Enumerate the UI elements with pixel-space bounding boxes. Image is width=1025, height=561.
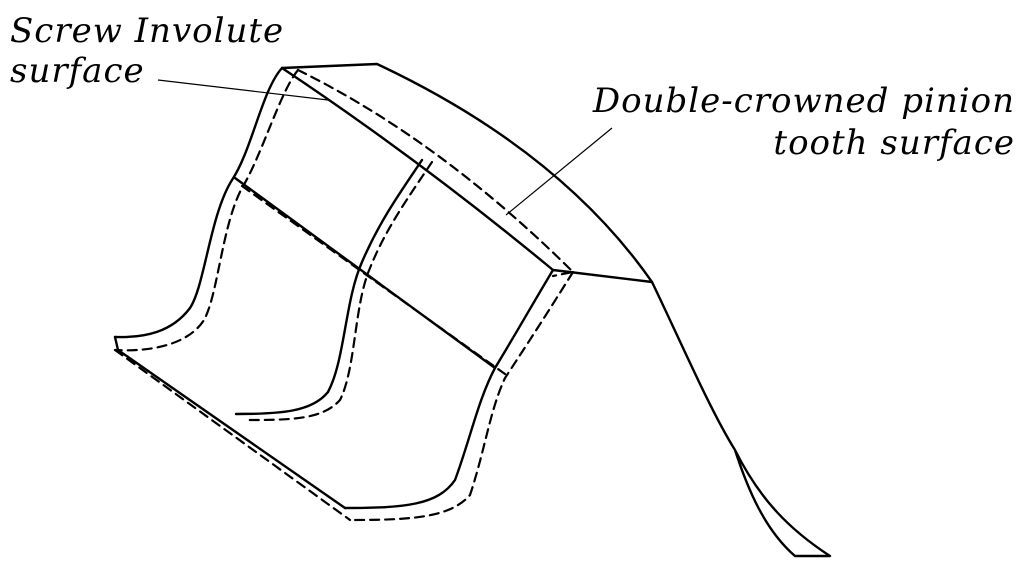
label-screw-involute-line1: Screw Involute <box>10 11 284 51</box>
leader-double-crowned <box>505 127 613 216</box>
label-screw-involute-line2: surface <box>10 51 145 91</box>
solid-surface <box>113 62 832 558</box>
label-double-crowned-line2: tooth surface <box>773 123 1015 163</box>
leader-screw-involute <box>157 79 329 101</box>
label-double-crowned-line1: Double-crowned pinion <box>592 81 1015 121</box>
dashed-surface <box>113 68 576 522</box>
